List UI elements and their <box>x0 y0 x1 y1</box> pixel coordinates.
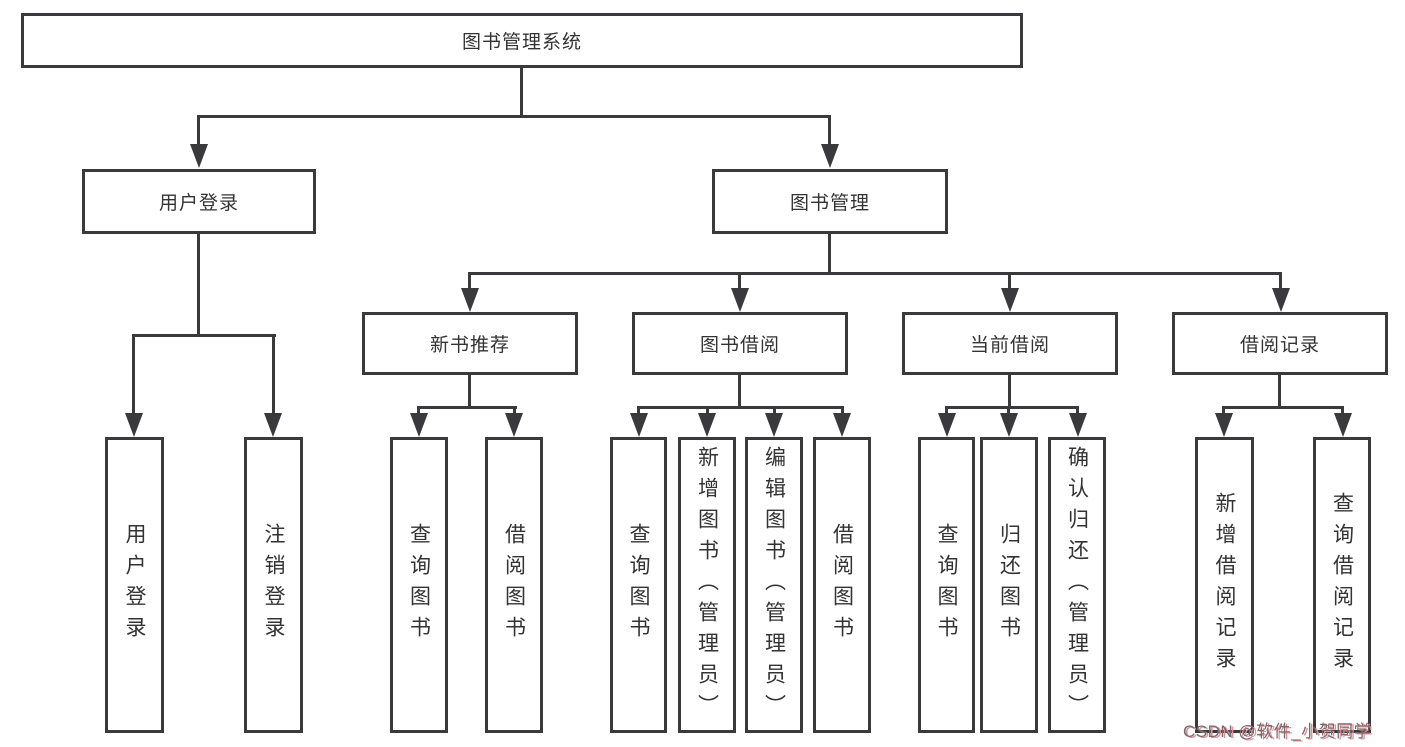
connector-line <box>1008 272 1011 292</box>
node-book-borrow: 图书借阅 <box>632 312 848 375</box>
connector-line <box>1222 406 1344 409</box>
connector-line <box>773 406 776 416</box>
arrow-down-icon <box>821 144 839 168</box>
arrow-down-icon <box>938 413 956 437</box>
node-label: 查询图书 <box>627 523 650 647</box>
connector-line <box>1279 272 1282 292</box>
leaf-borrow-books: 借阅图书 <box>485 437 543 733</box>
node-label: 借阅图书 <box>502 523 526 647</box>
node-label: 图书管理系统 <box>461 32 582 53</box>
connector-line <box>828 115 831 147</box>
leaf-user-login: 用户登录 <box>105 437 164 733</box>
node-user-login: 用户登录 <box>82 169 316 234</box>
node-new-book-recommend: 新书推荐 <box>362 312 578 375</box>
node-label: 当前借阅 <box>969 335 1050 356</box>
leaf-query-books: 查询图书 <box>390 437 448 733</box>
leaf-query-borrow-record: 查询借阅记录 <box>1313 437 1371 733</box>
leaf-borrow-books-2: 借阅图书 <box>813 437 871 733</box>
leaf-confirm-return-admin: 确认归还（管理员） <box>1048 437 1106 733</box>
arrow-down-icon <box>264 413 282 437</box>
connector-line <box>197 115 831 118</box>
connector-line <box>828 233 831 275</box>
leaf-add-borrow-record: 新增借阅记录 <box>1195 437 1254 733</box>
node-label: 用户登录 <box>123 523 146 647</box>
node-root-system: 图书管理系统 <box>21 13 1023 68</box>
node-book-management: 图书管理 <box>712 169 948 234</box>
arrow-down-icon <box>731 288 749 312</box>
connector-line <box>738 272 741 292</box>
connector-line <box>637 406 844 409</box>
node-label: 查询借阅记录 <box>1330 492 1354 678</box>
connector-line <box>841 406 844 416</box>
arrow-down-icon <box>833 413 851 437</box>
connector-line <box>197 233 200 337</box>
node-label: 图书借阅 <box>699 335 780 356</box>
connector-line <box>197 115 200 147</box>
connector-line <box>272 334 275 415</box>
node-label: 图书管理 <box>789 193 870 214</box>
node-label: 新增图书（管理员） <box>695 445 719 725</box>
arrow-down-icon <box>1069 413 1087 437</box>
connector-line <box>945 406 1079 409</box>
arrow-down-icon <box>125 413 143 437</box>
node-current-borrow: 当前借阅 <box>902 312 1118 375</box>
node-label: 查询图书 <box>935 523 958 647</box>
node-label: 借阅图书 <box>830 523 854 647</box>
arrow-down-icon <box>1334 413 1352 437</box>
arrow-down-icon <box>410 413 428 437</box>
leaf-logout: 注销登录 <box>244 437 303 733</box>
node-label: 编辑图书（管理员） <box>762 445 786 725</box>
connector-line <box>417 406 420 416</box>
node-label: 新增借阅记录 <box>1213 492 1236 678</box>
connector-line <box>132 334 276 337</box>
arrow-down-icon <box>698 413 716 437</box>
connector-line <box>468 272 1282 275</box>
connector-line <box>637 406 640 416</box>
leaf-add-books-admin: 新增图书（管理员） <box>678 437 736 733</box>
connector-line <box>513 406 516 416</box>
node-label: 借阅记录 <box>1239 335 1320 356</box>
arrow-down-icon <box>1000 413 1018 437</box>
node-label: 注销登录 <box>262 523 285 647</box>
node-label: 查询图书 <box>407 523 431 647</box>
csdn-watermark: CSDN @软件_小贺同学 <box>1183 722 1372 741</box>
arrow-down-icon <box>630 413 648 437</box>
connector-line <box>417 406 517 409</box>
node-label: 归还图书 <box>997 523 1021 647</box>
connector-line <box>706 406 709 416</box>
connector-line <box>1008 375 1011 409</box>
connector-line <box>738 375 741 409</box>
arrow-down-icon <box>1001 288 1019 312</box>
connector-line <box>1076 406 1079 416</box>
connector-line <box>1007 406 1010 416</box>
connector-line <box>520 67 523 117</box>
connector-line <box>468 375 471 409</box>
connector-line <box>1278 375 1281 409</box>
arrow-down-icon <box>461 288 479 312</box>
arrow-down-icon <box>1215 413 1233 437</box>
leaf-query-books-2: 查询图书 <box>610 437 667 733</box>
connector-line <box>468 272 471 292</box>
connector-line <box>1341 406 1344 416</box>
node-borrow-records: 借阅记录 <box>1172 312 1388 375</box>
connector-line <box>945 406 948 416</box>
arrow-down-icon <box>505 413 523 437</box>
arrow-down-icon <box>765 413 783 437</box>
arrow-down-icon <box>1272 288 1290 312</box>
node-label: 新书推荐 <box>429 335 510 356</box>
arrow-down-icon <box>190 144 208 168</box>
connector-line <box>132 334 135 415</box>
connector-line <box>1222 406 1225 416</box>
node-label: 确认归还（管理员） <box>1065 445 1089 725</box>
leaf-return-books: 归还图书 <box>980 437 1038 733</box>
node-label: 用户登录 <box>158 193 239 214</box>
leaf-query-books-3: 查询图书 <box>918 437 975 733</box>
leaf-edit-books-admin: 编辑图书（管理员） <box>745 437 803 733</box>
